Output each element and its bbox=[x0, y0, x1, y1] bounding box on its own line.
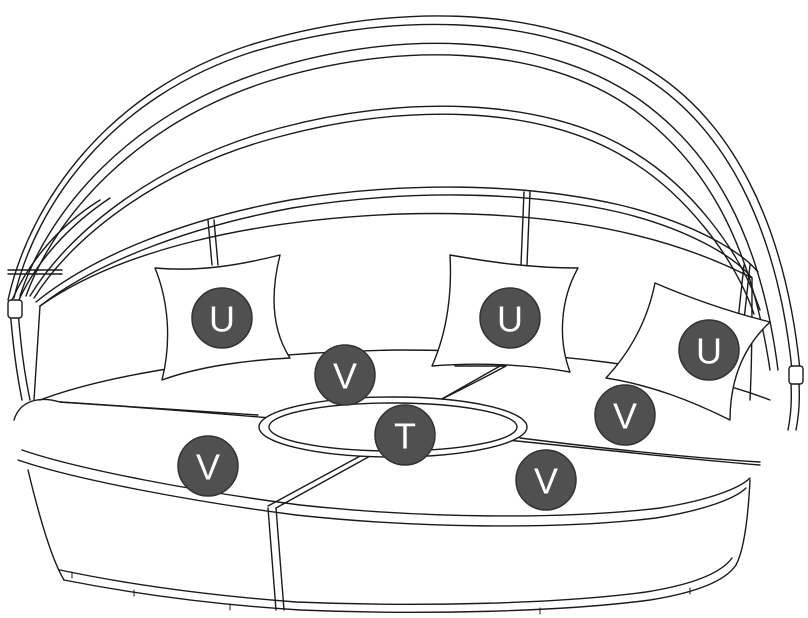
badge-pillow-left-label: U bbox=[209, 299, 235, 340]
badge-cushion-back-center-circle bbox=[314, 344, 376, 406]
badge-cushion-front-right-label: V bbox=[534, 461, 558, 502]
badge-cushion-front-left-label: V bbox=[196, 447, 220, 488]
badge-cushion-front-right-circle bbox=[515, 449, 577, 511]
canopy-frame bbox=[7, 269, 804, 431]
badge-cushion-back-center-label: V bbox=[333, 356, 357, 397]
badge-cushion-right-circle bbox=[594, 384, 656, 446]
badge-cushion-right-label: V bbox=[613, 396, 637, 437]
badge-table-center: T bbox=[374, 404, 436, 466]
badge-pillow-center-circle bbox=[479, 287, 541, 349]
badge-cushion-front-left-circle bbox=[177, 435, 239, 497]
badge-cushion-front-left: V bbox=[177, 435, 239, 497]
badge-cushion-front-right: V bbox=[515, 449, 577, 511]
cushion-dividers bbox=[59, 365, 761, 509]
badge-table-center-label: T bbox=[394, 416, 416, 457]
badge-pillow-center-label: U bbox=[497, 299, 523, 340]
pillows bbox=[154, 254, 771, 421]
badge-pillow-right: U bbox=[678, 319, 740, 381]
badge-pillow-right-circle bbox=[678, 319, 740, 381]
badge-pillow-left: U bbox=[191, 287, 253, 349]
badge-pillow-left-circle bbox=[191, 287, 253, 349]
badge-cushion-right: V bbox=[594, 384, 656, 446]
badge-pillow-right-label: U bbox=[696, 331, 722, 372]
badge-cushion-back-center: V bbox=[314, 344, 376, 406]
canopy bbox=[7, 15, 801, 371]
badge-pillow-center: U bbox=[479, 287, 541, 349]
badge-table-center-circle bbox=[374, 404, 436, 466]
